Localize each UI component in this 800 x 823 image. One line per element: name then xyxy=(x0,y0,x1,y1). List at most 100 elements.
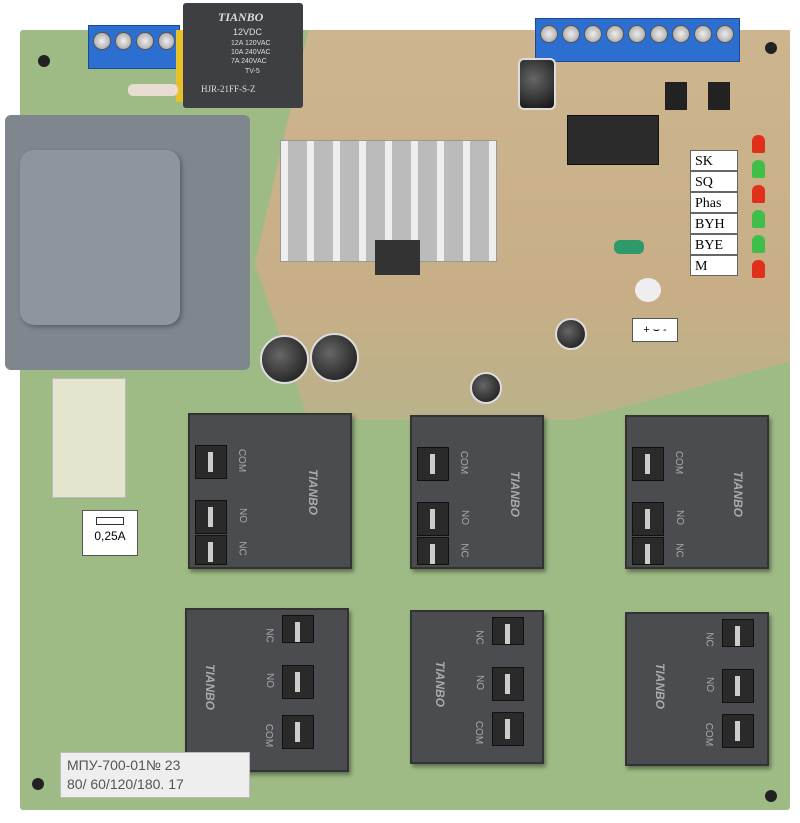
relay-terminal xyxy=(417,447,449,481)
mounting-hole xyxy=(765,790,777,802)
terminal-screw xyxy=(114,32,132,50)
power-relay: COM NO NC TIANBO xyxy=(188,413,352,569)
capacitor xyxy=(260,335,309,384)
relay-terminal xyxy=(417,502,449,536)
small-relay: TIANBO 12VDC 12A 120VAC 10A 240VAC 7A 24… xyxy=(183,3,303,108)
label-phas: Phas xyxy=(690,192,738,213)
relay-rating: 10A 240VAC xyxy=(231,49,271,56)
power-relay: NC NO COM TIANBO xyxy=(625,612,769,766)
relay-brand: TIANBO xyxy=(653,663,667,709)
relay-terminal xyxy=(492,617,524,645)
led-red xyxy=(752,135,765,153)
relay-terminal xyxy=(722,714,754,748)
pin-label-nc: NC xyxy=(236,541,248,556)
pin-label-com: COM xyxy=(673,450,685,475)
capacitor xyxy=(470,372,502,404)
relay-terminal xyxy=(195,500,227,534)
power-relay: COM NO NC TIANBO xyxy=(625,415,769,569)
terminal-screw xyxy=(562,25,580,43)
mounting-hole xyxy=(765,42,777,54)
terminal-screw xyxy=(672,25,690,43)
pin-label-no: NO xyxy=(237,508,248,523)
led-red xyxy=(752,260,765,278)
relay-tv: TV-5 xyxy=(245,68,260,75)
relay-terminal xyxy=(282,665,314,699)
terminal-screw xyxy=(540,25,558,43)
relay-terminal xyxy=(492,667,524,701)
power-relay: NC NO COM TIANBO xyxy=(185,608,349,772)
capacitor xyxy=(310,333,359,382)
capacitor xyxy=(555,318,587,350)
terminal-screw xyxy=(694,25,712,43)
relay-brand: TIANBO xyxy=(218,10,264,24)
pin-label-no: NO xyxy=(264,673,275,688)
pin-label-com: COM xyxy=(263,723,275,748)
fuse-holder xyxy=(52,378,126,498)
pin-label-nc: NC xyxy=(673,543,685,558)
pin-label-com: COM xyxy=(236,448,248,473)
terminal-screw xyxy=(650,25,668,43)
relay-rating: 7A 240VAC xyxy=(231,58,267,65)
led-green xyxy=(752,160,765,178)
relay-brand: TIANBO xyxy=(731,471,745,517)
serial-values: 80/ 60/120/180. 17 xyxy=(67,776,184,792)
serial-label: МПУ-700-01№ 23 80/ 60/120/180. 17 xyxy=(60,752,250,798)
pin-label-nc: NC xyxy=(458,543,470,558)
terminal-screw xyxy=(716,25,734,43)
terminal-screw xyxy=(584,25,602,43)
label-m: M xyxy=(690,255,738,276)
relay-brand: TIANBO xyxy=(508,471,522,517)
pin-label-nc: NC xyxy=(473,630,485,645)
label-sk: SK xyxy=(690,150,738,171)
pin-label-com: COM xyxy=(473,720,485,745)
relay-terminal xyxy=(722,619,754,647)
indicator-label-table: SK SQ Phas BYH BYE M xyxy=(690,150,738,276)
mounting-hole xyxy=(38,55,50,67)
terminal-screw xyxy=(157,32,175,50)
voltage-regulator xyxy=(375,240,420,275)
mounting-hole xyxy=(32,778,44,790)
pin-label-com: COM xyxy=(458,450,470,475)
pin-label-no: NO xyxy=(674,510,685,525)
relay-voltage: 12VDC xyxy=(233,27,263,37)
pin-header-connector xyxy=(567,115,659,165)
relay-terminal xyxy=(282,615,314,643)
relay-terminal xyxy=(722,669,754,703)
relay-terminal xyxy=(632,447,664,481)
pin-label-no: NO xyxy=(459,510,470,525)
led-green xyxy=(752,210,765,228)
relay-terminal xyxy=(195,445,227,479)
fuse-icon xyxy=(96,517,124,525)
relay-terminal xyxy=(492,712,524,746)
terminal-screw xyxy=(628,25,646,43)
power-relay: NC NO COM TIANBO xyxy=(410,610,544,764)
transformer xyxy=(5,115,250,370)
relay-brand: TIANBO xyxy=(203,664,217,710)
fuse-label: 0,25A xyxy=(82,510,138,556)
pin-label-nc: NC xyxy=(263,628,275,643)
relay-terminal xyxy=(632,537,664,565)
relay-terminal xyxy=(282,715,314,749)
led-red xyxy=(752,185,765,203)
serial-model: МПУ-700-01№ 23 xyxy=(67,757,181,773)
terminal-screw xyxy=(136,32,154,50)
pin-label-no: NO xyxy=(474,675,485,690)
relay-terminal xyxy=(632,502,664,536)
pin-label-com: COM xyxy=(703,722,715,747)
trimmer-label: + ⌣ - xyxy=(632,318,678,342)
pin-label-nc: NC xyxy=(703,632,715,647)
relay-brand: TIANBO xyxy=(433,661,447,707)
relay-brand: TIANBO xyxy=(306,469,320,515)
transformer-cover xyxy=(20,150,180,325)
power-relay: COM NO NC TIANBO xyxy=(410,415,544,569)
label-sq: SQ xyxy=(690,171,738,192)
led-green xyxy=(752,235,765,253)
pin-label-no: NO xyxy=(704,677,715,692)
relay-terminal xyxy=(417,537,449,565)
label-bye: BYE xyxy=(690,234,738,255)
led-column xyxy=(752,135,765,278)
resistor xyxy=(128,84,178,96)
fuse-rating: 0,25A xyxy=(94,529,126,543)
relay-rating: 12A 120VAC xyxy=(231,40,271,47)
terminal-screw xyxy=(93,32,111,50)
